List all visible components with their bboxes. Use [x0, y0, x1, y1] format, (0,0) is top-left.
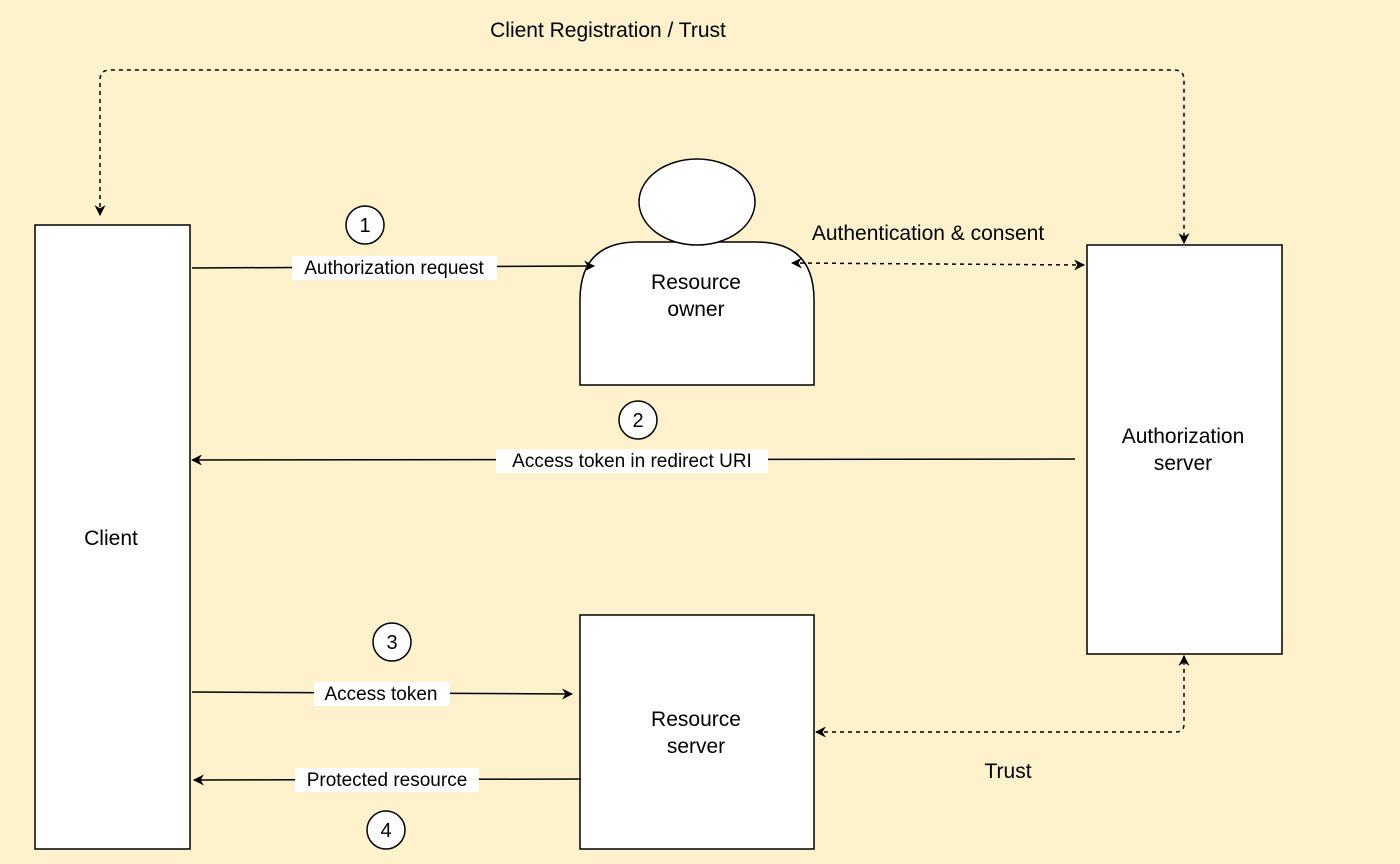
step-number-3: 3 [386, 632, 397, 654]
step-badge-4: 4 [366, 810, 406, 850]
edge-protected-resource: Protected resource [192, 768, 582, 792]
step-number-1: 1 [359, 215, 370, 237]
resource-owner-label-line2: owner [667, 298, 724, 321]
person-head-icon [638, 158, 756, 246]
edge-authorization-request: Authorization request [191, 256, 596, 280]
client-node[interactable]: Client [34, 224, 191, 850]
resource-server-label-line2: server [667, 735, 725, 758]
edge-access-token-redirect: Access token in redirect URI [190, 449, 1076, 473]
edge-label-access-token-redirect: Access token in redirect URI [512, 451, 752, 472]
resource-owner-node[interactable]: Resource owner [579, 158, 815, 386]
person-icon [579, 241, 815, 386]
step-number-4: 4 [380, 820, 391, 842]
edge-label-protected-resource: Protected resource [307, 770, 468, 791]
resource-owner-label-line1: Resource [651, 271, 741, 294]
client-registration-connector [94, 69, 1190, 245]
resource-server-label-line1: Resource [651, 708, 741, 731]
edge-label-access-token: Access token [325, 684, 438, 705]
edge-label-authentication-consent: Authentication & consent [812, 222, 1044, 245]
step-number-2: 2 [632, 410, 643, 432]
edge-label-authorization-request: Authorization request [304, 258, 484, 279]
edge-trust: Trust [814, 654, 1190, 783]
step-badge-1: 1 [345, 205, 385, 245]
authorization-server-label-line2: server [1154, 452, 1212, 475]
resource-server-node[interactable]: Resource server [579, 614, 815, 850]
diagram-title: Client Registration / Trust [490, 19, 726, 42]
edge-label-trust: Trust [984, 760, 1031, 783]
edge-authentication-consent: Authentication & consent [790, 222, 1086, 271]
edge-access-token: Access token [191, 682, 574, 706]
authorization-server-label-line1: Authorization [1122, 425, 1245, 448]
step-badge-3: 3 [372, 622, 412, 662]
client-label: Client [84, 527, 138, 550]
authorization-server-node[interactable]: Authorization server [1086, 244, 1283, 655]
step-badge-2: 2 [618, 400, 658, 440]
